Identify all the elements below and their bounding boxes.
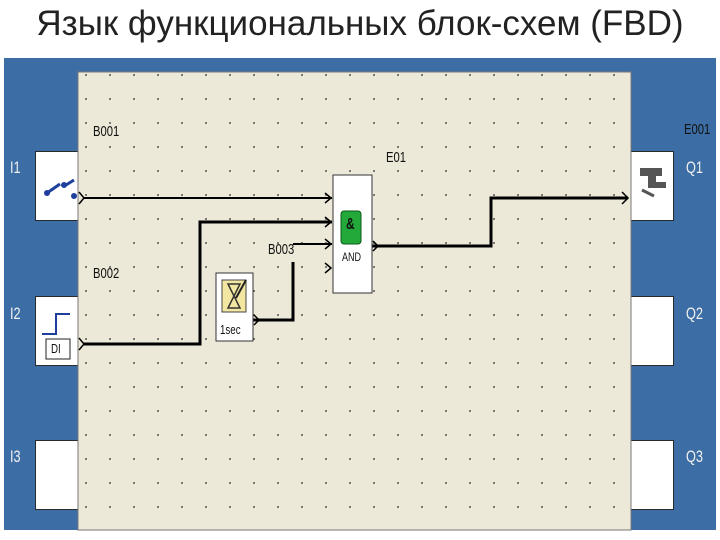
wire-timer-and	[253, 262, 295, 322]
output-label-q3: Q3	[686, 447, 704, 466]
and-gate-symbol	[340, 210, 362, 245]
wire-and-q1	[372, 196, 628, 248]
input-i2-caption: DI	[51, 341, 61, 356]
wire-i2-and	[83, 220, 332, 346]
output-label-q1: Q1	[686, 158, 704, 177]
timer-block-caption: 1sec	[220, 322, 241, 337]
slide-title: Язык функциональных блок-схем (FBD)	[36, 4, 684, 43]
block-label-b002: B002	[93, 265, 120, 282]
input-label-i3: I3	[10, 447, 21, 466]
block-label-b003: B003	[268, 241, 295, 258]
output-q3-box[interactable]	[630, 440, 674, 510]
connector-arrows	[78, 191, 630, 351]
block-label-e01: E01	[386, 149, 407, 166]
input-label-i2: I2	[10, 304, 21, 323]
input-i1-box[interactable]	[35, 151, 85, 221]
output-label-q2: Q2	[686, 304, 704, 323]
and-gate-symbol-text: &	[346, 216, 355, 233]
input-label-i1: I1	[10, 158, 21, 177]
and-block-caption: AND	[342, 250, 362, 264]
block-label-b001: B001	[93, 123, 120, 140]
pulse-icon	[42, 313, 71, 360]
grid-dots	[78, 72, 631, 530]
block-label-e001: E001	[684, 121, 711, 138]
switch-icon	[44, 178, 77, 199]
tap-icon	[640, 168, 666, 198]
output-q2-box[interactable]	[630, 296, 674, 366]
